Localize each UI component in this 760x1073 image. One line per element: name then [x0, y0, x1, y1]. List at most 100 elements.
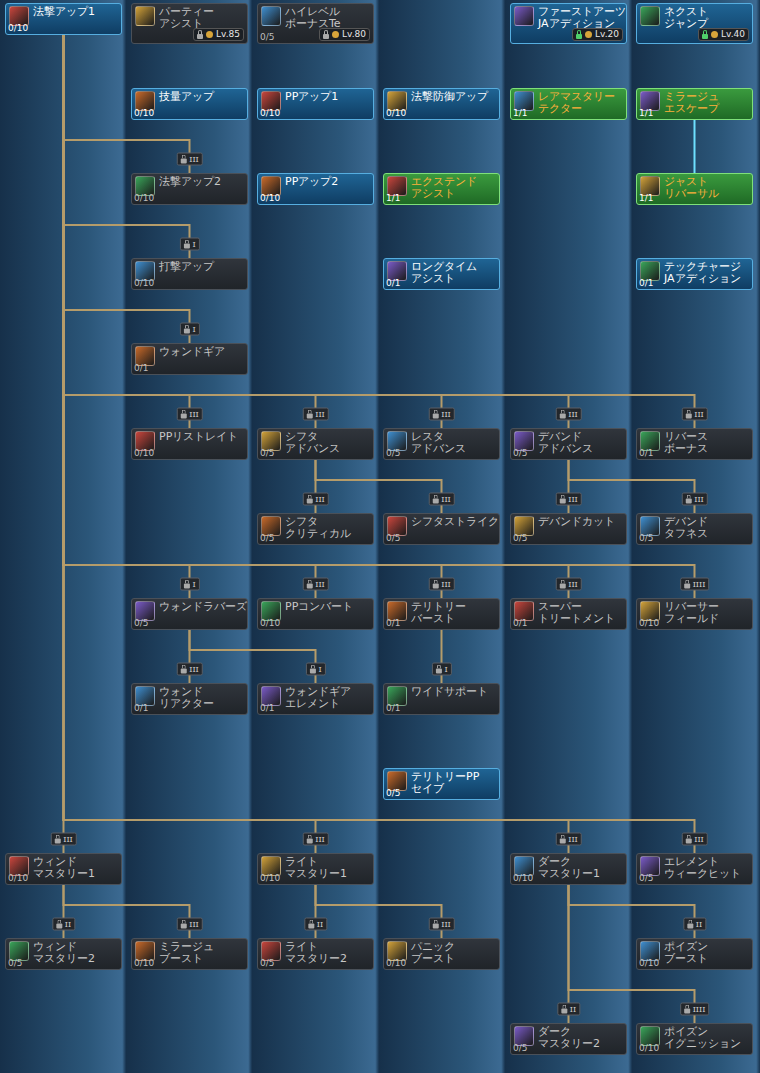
- skill-box: シフタ アドバンス 0/5: [257, 428, 374, 460]
- skill-points: 0/10: [134, 958, 154, 968]
- skill-icon: [640, 6, 660, 26]
- skill-box: ウィンド マスタリー10/10: [5, 853, 122, 885]
- skill-name: パニック ブースト: [411, 941, 499, 965]
- lock-badge: II: [683, 918, 706, 931]
- lock-badge: III: [555, 833, 581, 846]
- coin-icon: [711, 31, 718, 38]
- lock-badge: I: [179, 238, 199, 251]
- lock-icon: [684, 583, 690, 588]
- prerequisite-line: [64, 35, 316, 428]
- lock-badge: III: [681, 833, 707, 846]
- required-level: III: [315, 494, 324, 505]
- prerequisite-line: [316, 885, 442, 938]
- lock-badge: III: [302, 578, 328, 591]
- skill-points: 0/5: [513, 1043, 527, 1053]
- lock-icon: [183, 583, 189, 588]
- column-band: [632, 0, 760, 1073]
- prerequisite-line: [190, 630, 316, 683]
- lock-badge: III: [302, 493, 328, 506]
- lock-badge: III: [428, 918, 454, 931]
- skill-name: PPアップ2: [285, 176, 373, 188]
- lock-icon: [323, 34, 329, 39]
- prerequisite-line: [64, 35, 569, 598]
- skill-icon: [261, 6, 281, 26]
- skill-points: 0/10: [386, 958, 406, 968]
- lock-badge: III: [555, 408, 581, 421]
- skill-name: ウォンドギア: [159, 346, 247, 358]
- skill-name: テリトリーPP セイブ: [411, 771, 499, 795]
- skill-points: 1/1: [513, 108, 527, 118]
- skill-name: ネクスト ジャンプ: [664, 6, 752, 30]
- lock-badge: III: [302, 408, 328, 421]
- skill-name: ミラージュ ブースト: [159, 941, 247, 965]
- skill-box: PPリストレイト0/10: [131, 428, 248, 460]
- skill-name: シフタ アドバンス: [285, 431, 373, 455]
- level-requirement: Lv.85: [193, 28, 244, 41]
- prerequisite-line: [569, 885, 695, 938]
- prerequisite-line: [64, 35, 316, 853]
- skill-points: 0/1: [386, 278, 400, 288]
- lock-icon: [197, 34, 203, 39]
- skill-points: 0/5: [260, 448, 274, 458]
- skill-box: レアマスタリー テクター1/1: [510, 88, 627, 120]
- lock-icon: [306, 413, 312, 418]
- skill-points: 0/1: [386, 703, 400, 713]
- skill-name: 法撃防御アップ: [411, 91, 499, 103]
- level-requirement: Lv.20: [572, 28, 623, 41]
- skill-points: 1/1: [639, 193, 653, 203]
- lock-icon: [183, 243, 189, 248]
- lock-badge: I: [179, 578, 199, 591]
- required-level: II: [65, 919, 71, 930]
- skill-points: 0/5: [639, 533, 653, 543]
- lock-icon: [684, 1008, 690, 1013]
- lock-badge: III: [681, 408, 707, 421]
- skill-name: 法撃アップ2: [159, 176, 247, 188]
- required-level: I: [318, 664, 321, 675]
- skill-points: 0/10: [8, 23, 28, 33]
- lock-badge: III: [176, 408, 202, 421]
- skill-name: パーティー アシスト: [159, 6, 247, 30]
- coin-icon: [332, 31, 339, 38]
- skill-points: 0/5: [260, 958, 274, 968]
- required-level: I: [192, 579, 195, 590]
- skill-points: 0/10: [639, 618, 659, 628]
- skill-points: 0/5: [639, 873, 653, 883]
- prerequisite-line: [316, 460, 442, 513]
- lock-badge: IIII: [680, 1003, 710, 1016]
- lock-badge: III: [681, 493, 707, 506]
- required-level: III: [694, 494, 703, 505]
- skill-name: ジャスト リバーサル: [664, 176, 752, 200]
- required-level: III: [189, 919, 198, 930]
- skill-box: ロングタイム アシスト0/1: [383, 258, 500, 290]
- skill-box: ダーク マスタリー2 0/5: [510, 1023, 627, 1055]
- skill-box: デバンドカット0/5: [510, 513, 627, 545]
- required-level: III: [441, 919, 450, 930]
- skill-points: 0/10: [260, 108, 280, 118]
- skill-name: シフタ クリティカル: [285, 516, 373, 540]
- skill-box: リバース ボーナス0/1: [636, 428, 753, 460]
- prerequisite-line: [64, 35, 695, 853]
- skill-name: エレメント ウィークヒット: [664, 856, 752, 880]
- required-level: II: [696, 919, 702, 930]
- lock-badge: I: [431, 663, 451, 676]
- skill-box: ダーク マスタリー10/10: [510, 853, 627, 885]
- skill-name: PPアップ1: [285, 91, 373, 103]
- skill-box: ポイズン イグニッション0/10: [636, 1023, 753, 1055]
- skill-points: 0/5: [386, 448, 400, 458]
- skill-points: 0/1: [386, 618, 400, 628]
- required-level: I: [192, 239, 195, 250]
- skill-box: PPアップ1 0/10: [257, 88, 374, 120]
- skill-box: パニック ブースト 0/10: [383, 938, 500, 970]
- level-requirement: Lv.80: [319, 28, 370, 41]
- skill-box: ファーストアーツ JAアディションLv.20: [510, 3, 627, 44]
- skill-box: デバンド タフネス0/5: [636, 513, 753, 545]
- lock-icon: [687, 923, 693, 928]
- skill-box: ミラージュ ブースト 0/10: [131, 938, 248, 970]
- lock-icon: [432, 498, 438, 503]
- skill-box: 法撃防御アップ0/10: [383, 88, 500, 120]
- skill-name: ダーク マスタリー2: [538, 1026, 626, 1050]
- skill-box: デバンド アドバンス0/5: [510, 428, 627, 460]
- lock-icon: [559, 498, 565, 503]
- skill-box: 打撃アップ0/10: [131, 258, 248, 290]
- prerequisite-line: [64, 35, 190, 258]
